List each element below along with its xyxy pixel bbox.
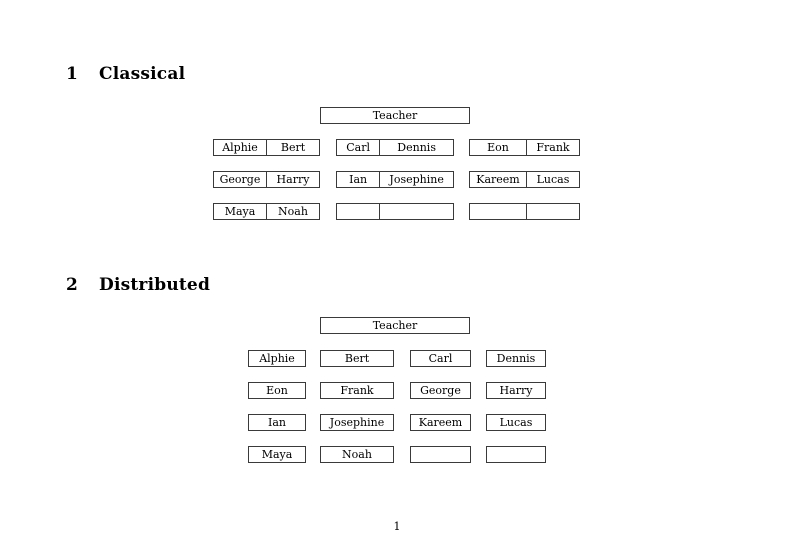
student-pair-row-empty bbox=[469, 203, 580, 220]
student-box-empty bbox=[410, 446, 471, 463]
student-cell: Frank bbox=[525, 140, 579, 155]
student-box: Bert bbox=[320, 350, 394, 367]
student-box: Maya bbox=[248, 446, 306, 463]
student-cell: Alphie bbox=[222, 141, 258, 154]
student-cell: Maya bbox=[224, 205, 256, 218]
section-heading-classical: 1 Classical bbox=[66, 64, 185, 84]
student-cell: Ian bbox=[349, 173, 368, 186]
student-box: Lucas bbox=[486, 414, 546, 431]
student-box: Carl bbox=[410, 350, 471, 367]
student-pair-row: Alphie Bert bbox=[213, 139, 320, 156]
student-cell-empty bbox=[470, 204, 526, 219]
section-title: Distributed bbox=[99, 275, 211, 295]
student-pair-row-empty bbox=[336, 203, 454, 220]
student-cell: Harry bbox=[266, 172, 319, 187]
student-box: Harry bbox=[486, 382, 546, 399]
student-cell-empty bbox=[525, 204, 579, 219]
student-box: Alphie bbox=[248, 350, 306, 367]
student-box: Josephine bbox=[320, 414, 394, 431]
student-box-empty bbox=[486, 446, 546, 463]
student-pair-row: George Harry bbox=[213, 171, 320, 188]
student-cell: Dennis bbox=[379, 140, 453, 155]
section-number: 2 bbox=[66, 275, 79, 295]
student-pair-row: Eon Frank bbox=[469, 139, 580, 156]
student-pair-row: Maya Noah bbox=[213, 203, 320, 220]
student-box: George bbox=[410, 382, 471, 399]
student-pair-row: Ian Josephine bbox=[336, 171, 454, 188]
student-cell: Eon bbox=[487, 141, 509, 154]
teacher-box-distributed: Teacher bbox=[320, 317, 470, 334]
student-cell: Noah bbox=[266, 204, 319, 219]
student-cell: Bert bbox=[266, 140, 319, 155]
student-box: Frank bbox=[320, 382, 394, 399]
student-box: Ian bbox=[248, 414, 306, 431]
student-box: Noah bbox=[320, 446, 394, 463]
student-cell: Carl bbox=[346, 141, 371, 154]
student-box: Kareem bbox=[410, 414, 471, 431]
student-box: Eon bbox=[248, 382, 306, 399]
student-box: Dennis bbox=[486, 350, 546, 367]
section-title: Classical bbox=[99, 64, 186, 84]
section-heading-distributed: 2 Distributed bbox=[66, 275, 210, 295]
section-number: 1 bbox=[66, 64, 79, 84]
page-number: 1 bbox=[393, 520, 401, 533]
student-cell: Lucas bbox=[525, 172, 579, 187]
student-cell-empty bbox=[379, 204, 453, 219]
student-pair-row: Carl Dennis bbox=[336, 139, 454, 156]
student-cell: Kareem bbox=[476, 173, 520, 186]
student-cell: George bbox=[219, 173, 261, 186]
student-pair-row: Kareem Lucas bbox=[469, 171, 580, 188]
student-cell-empty bbox=[337, 204, 379, 219]
teacher-box-classical: Teacher bbox=[320, 107, 470, 124]
student-cell: Josephine bbox=[379, 172, 453, 187]
